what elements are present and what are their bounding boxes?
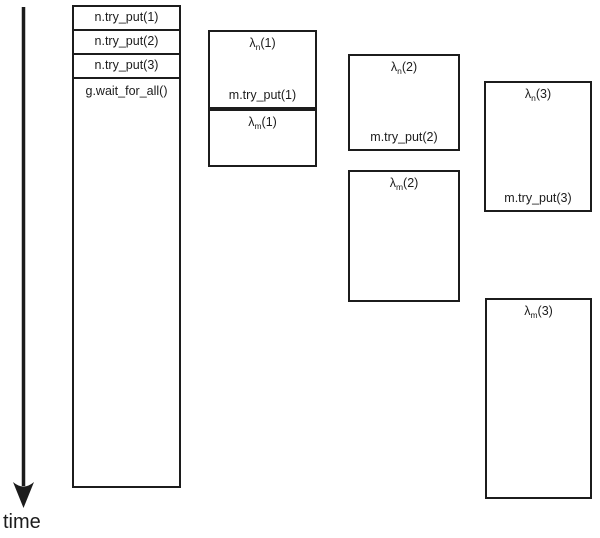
time-arrow-icon xyxy=(13,7,34,508)
lambda-m-3-label: λm(3) xyxy=(524,304,553,320)
try-put-row-2-label: n.try_put(2) xyxy=(94,34,159,48)
m-try-put-3-label: m.try_put(3) xyxy=(504,191,572,205)
try-put-row-3: n.try_put(3) xyxy=(74,55,179,79)
lambda-n-3-label: λn(3) xyxy=(524,87,552,103)
lambda-m-2-label: λm(2) xyxy=(389,176,419,192)
lambda-m-1-label: λm(1) xyxy=(248,115,277,131)
m-try-put-2-label: m.try_put(2) xyxy=(370,130,438,144)
try-put-row-1: n.try_put(1) xyxy=(74,7,179,31)
task-box-lambda-n-1: λn(1) m.try_put(1) xyxy=(208,30,317,109)
task-box-lambda-n-2: λn(2) m.try_put(2) xyxy=(348,54,460,151)
task-box-lambda-m-1: λm(1) xyxy=(208,109,317,167)
try-put-row-2: n.try_put(2) xyxy=(74,31,179,55)
main-thread-column: n.try_put(1) n.try_put(2) n.try_put(3) g… xyxy=(72,5,181,488)
wait-for-all-row: g.wait_for_all() xyxy=(74,79,179,103)
lambda-n-1-label: λn(1) xyxy=(249,36,276,52)
task-box-lambda-m-2: λm(2) xyxy=(348,170,460,302)
task-box-lambda-n-3: λn(3) m.try_put(3) xyxy=(484,81,592,212)
try-put-row-3-label: n.try_put(3) xyxy=(94,58,159,72)
m-try-put-1-label: m.try_put(1) xyxy=(228,88,297,102)
time-axis-label: time xyxy=(3,511,41,533)
lambda-n-2-label: λn(2) xyxy=(390,60,418,76)
try-put-row-1-label: n.try_put(1) xyxy=(94,10,159,24)
task-box-lambda-m-3: λm(3) xyxy=(485,298,592,499)
wait-for-all-label: g.wait_for_all() xyxy=(85,84,168,98)
